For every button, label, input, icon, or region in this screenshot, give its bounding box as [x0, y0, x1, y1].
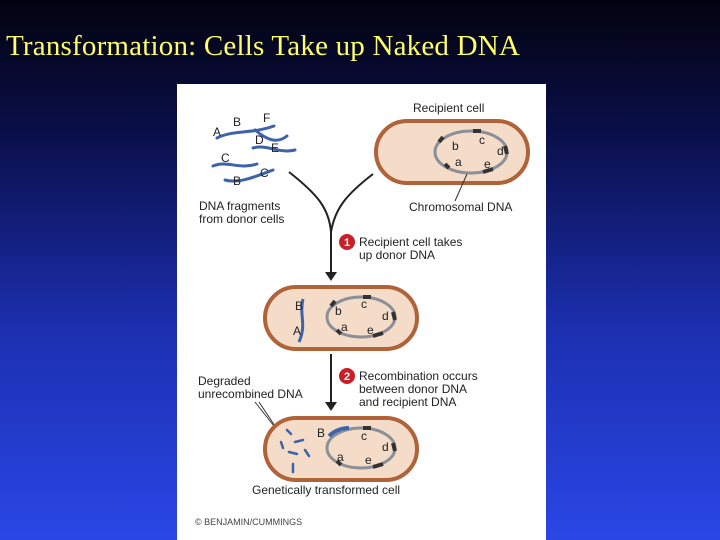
gene-label: d: [382, 440, 389, 454]
transformation-figure: A B F D E C B C DNA fragments from donor…: [177, 84, 546, 540]
gene-label: c: [479, 133, 485, 147]
donor-dna-strand: [297, 298, 305, 343]
dna-fragments-label-line2: from donor cells: [199, 212, 284, 226]
transformation-diagram: A B F D E C B C DNA fragments from donor…: [195, 101, 530, 527]
slide-title: Transformation: Cells Take up Naked DNA: [6, 30, 521, 62]
gene-label: C: [260, 166, 269, 180]
gene-label: D: [255, 133, 264, 147]
gene-label: A: [293, 324, 301, 338]
gene-label: B: [233, 115, 241, 129]
donor-dna-fragments: [211, 124, 297, 183]
dna-fragments-label: DNA fragments: [199, 199, 280, 213]
step2-text-line3: and recipient DNA: [359, 395, 456, 409]
fragment-de: [251, 145, 297, 153]
fragment-ab: [215, 124, 276, 140]
gene-label: e: [484, 157, 491, 171]
gene-label: E: [271, 141, 279, 155]
gene-label: C: [221, 151, 230, 165]
gene-label: d: [497, 144, 504, 158]
gene-label: d: [382, 309, 389, 323]
gene-label: e: [365, 453, 372, 467]
step2-badge: [339, 368, 355, 384]
step1-arrowhead: [325, 272, 337, 281]
step2-number: 2: [344, 371, 350, 383]
gene-label: c: [361, 429, 367, 443]
degraded-dna-fragments: [279, 428, 311, 474]
gene-marks: [437, 129, 509, 174]
gene-label: a: [341, 320, 348, 334]
degraded-dna-label: Degraded: [198, 374, 251, 388]
merge-arrows: [288, 171, 374, 274]
gene-marks: [335, 426, 397, 469]
step2-text-line2: between donor DNA: [359, 382, 467, 396]
gene-label: B: [233, 174, 241, 188]
transformed-cell-label: Genetically transformed cell: [252, 483, 400, 497]
gene-label: A: [213, 125, 221, 139]
recombined-donor-segment: [327, 426, 350, 438]
chromosomal-dna-pointer: [454, 173, 468, 202]
gene-label: c: [361, 297, 367, 311]
gene-label: B: [295, 299, 303, 313]
gene-marks: [329, 295, 397, 338]
gene-label: b: [452, 139, 459, 153]
gene-label: F: [263, 111, 270, 125]
gene-label: a: [337, 450, 344, 464]
recipient-cell-label: Recipient cell: [413, 101, 484, 115]
step2-text: Recombination occurs: [359, 369, 478, 383]
chromosomal-dna-label: Chromosomal DNA: [409, 200, 512, 214]
fragment-bc: [223, 168, 275, 183]
step1-number: 1: [344, 237, 350, 249]
publisher-credit: © BENJAMIN/CUMMINGS: [195, 517, 302, 527]
gene-label: B: [317, 426, 325, 440]
step1-text-line2: up donor DNA: [359, 248, 435, 262]
degraded-dna-label-line2: unrecombined DNA: [198, 387, 303, 401]
fragment-gene-labels: A B F D E C B C: [213, 111, 279, 188]
step2-arrowhead: [325, 402, 337, 411]
fragment-f: [253, 128, 289, 142]
gene-label: e: [367, 323, 374, 337]
gene-label: a: [455, 155, 462, 169]
gene-label: b: [335, 304, 342, 318]
fragment-c1: [211, 162, 259, 168]
step1-text: Recipient cell takes: [359, 235, 462, 249]
step1-badge: [339, 234, 355, 250]
recipient-cell: [374, 119, 530, 185]
